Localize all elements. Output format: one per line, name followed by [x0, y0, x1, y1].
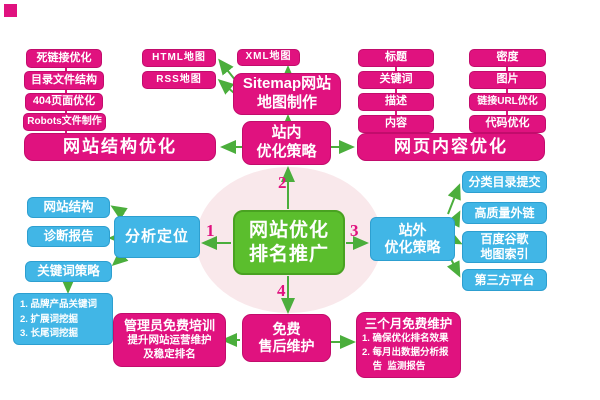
node-analysis-positioning: 分析定位	[114, 216, 200, 258]
node-free-after-sales-maintenance: 免费 售后维护	[242, 314, 331, 362]
step-number-4: 4	[277, 281, 286, 300]
node-directory-file-structure: 目录文件结构	[24, 71, 104, 90]
step-number-2: 2	[278, 173, 287, 192]
admin-training-title: 管理员免费培训	[123, 318, 215, 334]
node-center-website-optimization: 网站优化 排名推广	[233, 210, 345, 275]
node-keyword-strategy: 关键词策略	[25, 261, 112, 282]
node-images: 图片	[469, 71, 546, 89]
node-third-party-platform: 第三方平台	[462, 269, 547, 291]
node-code-optimization: 代码优化	[469, 115, 546, 133]
admin-training-subtitle: 提升网站运营维护 及稳定排名	[127, 334, 212, 361]
three-month-title: 三个月免费维护	[364, 316, 453, 331]
node-rss-map: RSS地图	[142, 71, 216, 89]
node-density: 密度	[469, 49, 546, 67]
node-title: 标题	[358, 49, 434, 67]
node-robots-file-creation: Robots文件制作	[23, 113, 106, 131]
three-month-list: 1. 确保优化排名效果 2. 每月出数据分析报 告 监测报告	[362, 333, 449, 372]
node-three-month-maintenance: 三个月免费维护 1. 确保优化排名效果 2. 每月出数据分析报 告 监测报告	[356, 312, 461, 378]
node-keywords: 关键词	[358, 71, 434, 89]
node-keyword-list: 1. 品牌产品关键词 2. 扩展词挖掘 3. 长尾词挖掘	[13, 293, 113, 345]
corner-decoration	[4, 4, 17, 17]
node-dead-link-optimization: 死链接优化	[26, 49, 102, 68]
node-directory-submission: 分类目录提交	[462, 171, 547, 193]
node-sitemap-creation: Sitemap网站 地图制作	[233, 73, 341, 115]
node-html-map: HTML地图	[142, 49, 216, 67]
node-offsite-strategy: 站外 优化策略	[370, 217, 455, 261]
node-webpage-content-optimization: 网页内容优化	[357, 133, 545, 161]
node-link-url-optimization: 链接URL优化	[469, 93, 546, 111]
step-number-1: 1	[206, 221, 215, 240]
node-content: 内容	[358, 115, 434, 133]
node-website-structure-optimization: 网站结构优化	[24, 133, 216, 161]
node-404-page-optimization: 404页面优化	[25, 93, 103, 111]
node-quality-backlinks: 高质量外链	[462, 202, 547, 224]
node-onsite-strategy: 站内 优化策略	[242, 121, 331, 165]
node-xml-map: XML地图	[237, 49, 300, 66]
node-description: 描述	[358, 93, 434, 111]
step-number-3: 3	[350, 221, 359, 240]
node-admin-free-training: 管理员免费培训 提升网站运营维护 及稳定排名	[113, 313, 226, 367]
node-baidu-google-map-index: 百度谷歌 地图索引	[462, 231, 547, 263]
node-website-structure: 网站结构	[27, 197, 110, 218]
node-diagnosis-report: 诊断报告	[27, 226, 110, 247]
